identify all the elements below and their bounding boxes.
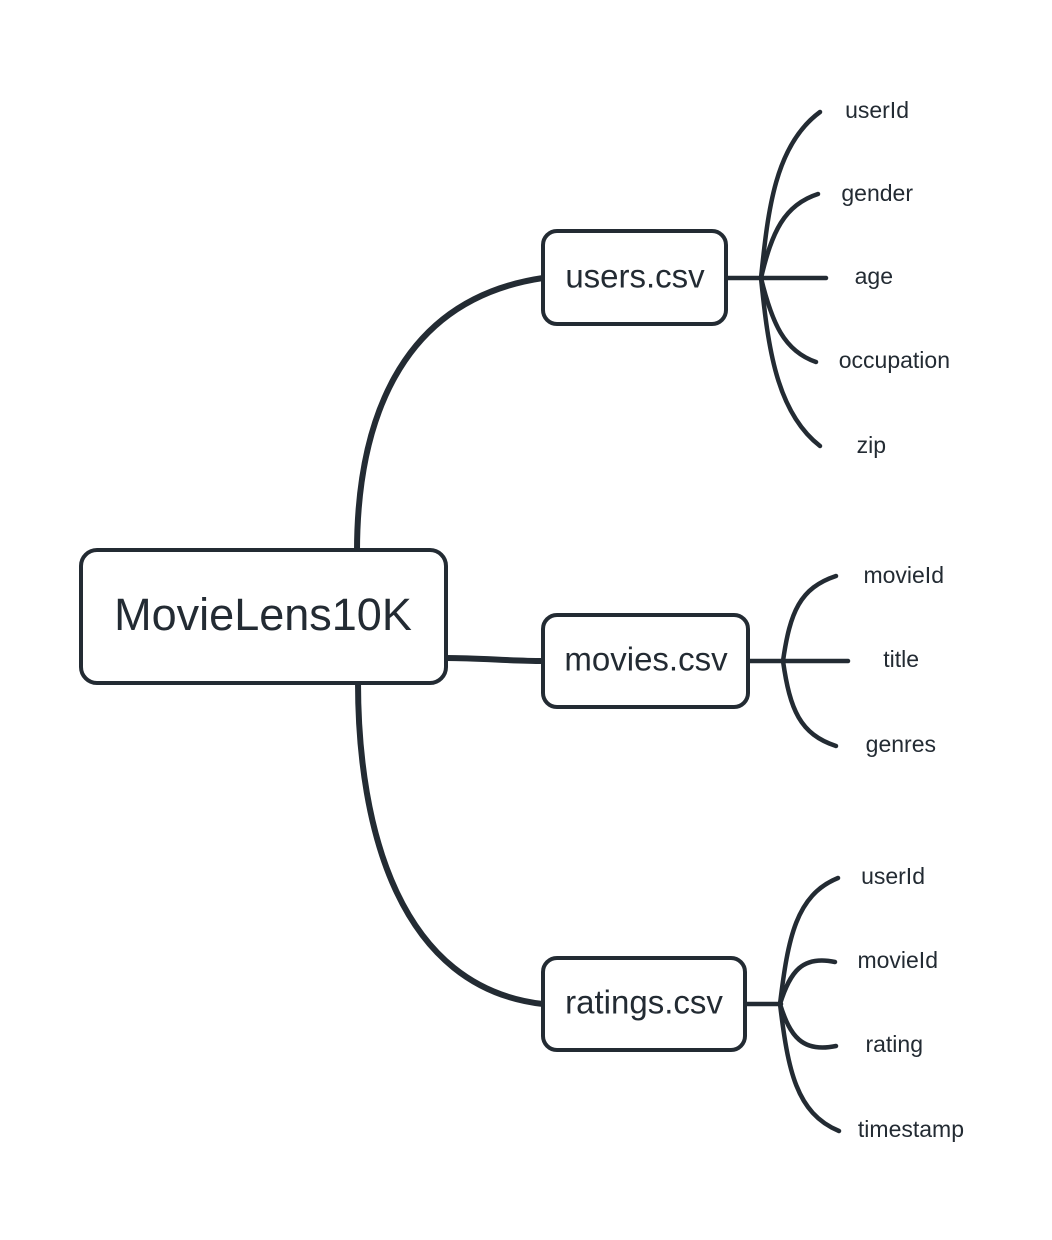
node-branch-users[interactable]: users.csv (541, 229, 728, 326)
leaf-users-age[interactable]: age (855, 263, 893, 289)
leaf-ratings-rating[interactable]: rating (865, 1031, 923, 1057)
leaf-ratings-movieId[interactable]: movieId (857, 947, 938, 973)
edge-users-to-gender (758, 191, 821, 281)
leaf-movies-genres[interactable]: genres (866, 731, 936, 757)
leaf-users-gender[interactable]: gender (841, 180, 913, 206)
node-root-label: MovieLens10K (114, 589, 412, 640)
node-branch-movies-box[interactable] (541, 613, 750, 709)
edge-root-to-movies (443, 655, 546, 664)
node-branch-ratings-label: ratings.csv (565, 984, 723, 1021)
edge-ratings-to-rating (777, 1001, 839, 1050)
edge-movies-to-genres (780, 658, 839, 749)
leaf-users-zip[interactable]: zip (857, 432, 886, 458)
node-branch-ratings-box[interactable] (541, 956, 747, 1052)
leaf-movies-title[interactable]: title (883, 646, 919, 672)
node-branch-ratings[interactable]: ratings.csv (541, 956, 747, 1052)
node-branch-movies-label: movies.csv (564, 641, 728, 678)
edge-ratings-to-timestamp (777, 1001, 842, 1134)
edge-ratings-to-movieId (777, 958, 838, 1007)
leaf-movies-movieId[interactable]: movieId (863, 562, 944, 588)
edge-users-to-userId (758, 109, 823, 281)
node-root-box[interactable] (79, 548, 448, 685)
node-branch-users-label: users.csv (565, 258, 705, 295)
leaf-users-occupation[interactable]: occupation (839, 347, 950, 373)
node-root[interactable]: MovieLens10K (79, 548, 448, 685)
edge-root-to-ratings (355, 679, 546, 1007)
edge-ratings-to-userId (777, 875, 841, 1007)
edge-users-to-zip (758, 275, 823, 449)
edge-movies-to-movieId (780, 573, 839, 664)
edge-root-to-users (354, 275, 546, 555)
leaf-ratings-userId[interactable]: userId (861, 863, 925, 889)
node-branch-movies[interactable]: movies.csv (541, 613, 750, 709)
leaf-ratings-timestamp[interactable]: timestamp (858, 1116, 964, 1142)
leaf-users-userId[interactable]: userId (845, 97, 909, 123)
node-branch-users-box[interactable] (541, 229, 728, 326)
